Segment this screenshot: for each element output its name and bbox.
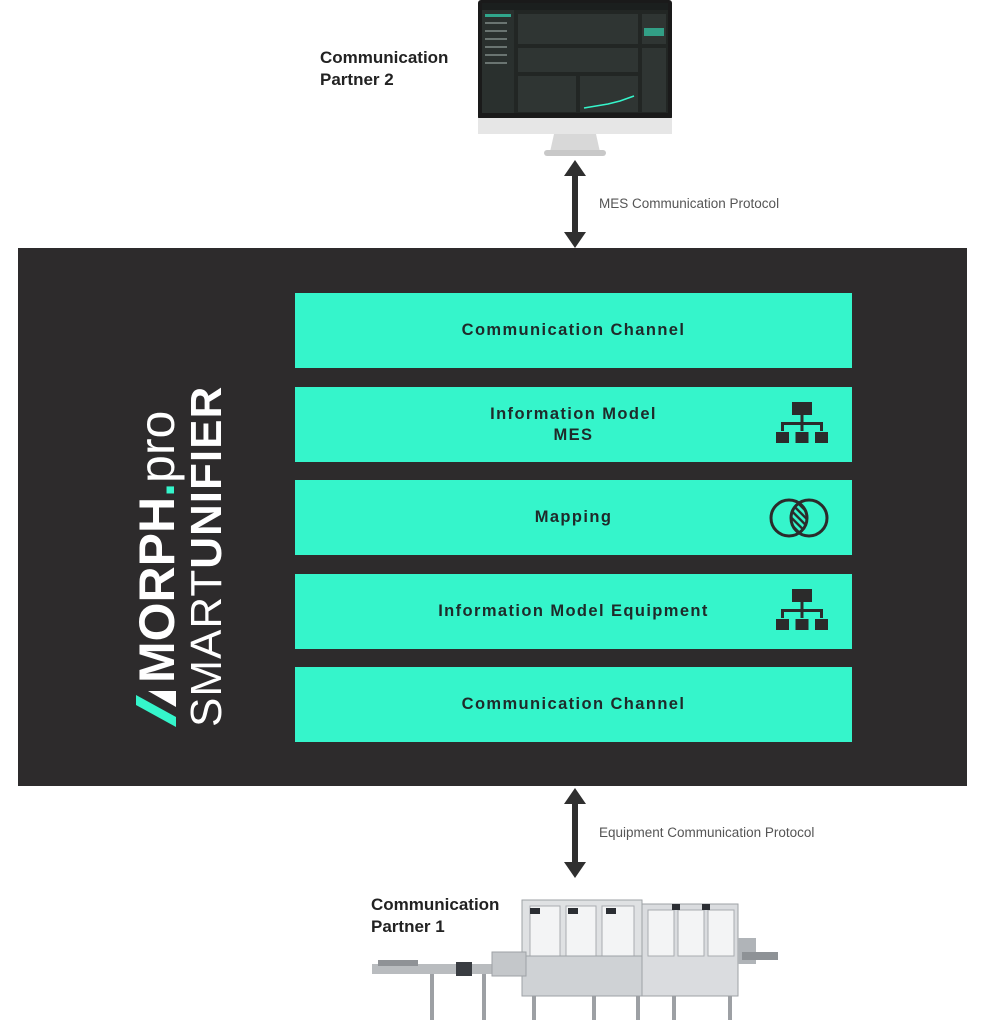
block-label: Communication Channel <box>461 321 686 339</box>
communication-channel-bottom: Communication Channel <box>295 667 852 742</box>
morph-smartunifier-logo: MORPH.pro SMARTUNIFIER <box>129 307 233 727</box>
partner-2-label-line1: Communication <box>320 48 449 67</box>
logo-mark-icon <box>136 691 176 727</box>
block-label: Communication Channel <box>461 695 686 713</box>
venn-mapping-icon <box>769 498 829 537</box>
monitor-image <box>476 0 674 160</box>
block-label: Mapping <box>534 508 613 526</box>
logo-brand-dot: . <box>129 482 185 497</box>
information-model-mes: Information Model MES <box>295 387 852 462</box>
block-label: Information Model Equipment <box>438 602 709 620</box>
partner-1-label-line1: Communication <box>371 895 500 914</box>
mes-protocol-arrow <box>564 160 586 248</box>
partner-1-label-line2: Partner 1 <box>371 917 445 936</box>
hierarchy-icon <box>776 401 828 443</box>
mapping: Mapping <box>295 480 852 555</box>
partner-2-label-line2: Partner 2 <box>320 70 394 89</box>
logo-product: SMARTUNIFIER <box>182 307 233 727</box>
partner-1-label: Communication Partner 1 <box>371 894 499 938</box>
equipment-machine-image <box>372 894 780 1024</box>
logo-product-light: SMART <box>182 568 231 727</box>
communication-channel-top: Communication Channel <box>295 293 852 368</box>
equipment-protocol-arrow <box>564 788 586 878</box>
block-label: Information Model MES <box>490 404 657 446</box>
logo-brand-light: pro <box>129 410 185 483</box>
partner-2-label: Communication Partner 2 <box>320 47 448 91</box>
block-label-line1: Information Model <box>490 404 657 423</box>
logo-brand: MORPH.pro <box>129 307 185 727</box>
block-label-line2: MES <box>553 425 594 444</box>
information-model-equipment: Information Model Equipment <box>295 574 852 649</box>
hierarchy-icon <box>776 588 828 630</box>
equipment-protocol-label: Equipment Communication Protocol <box>599 825 815 840</box>
logo-product-bold: UNIFIER <box>182 385 231 569</box>
logo-brand-bold: MORPH <box>129 496 185 683</box>
mes-protocol-label: MES Communication Protocol <box>599 196 780 211</box>
